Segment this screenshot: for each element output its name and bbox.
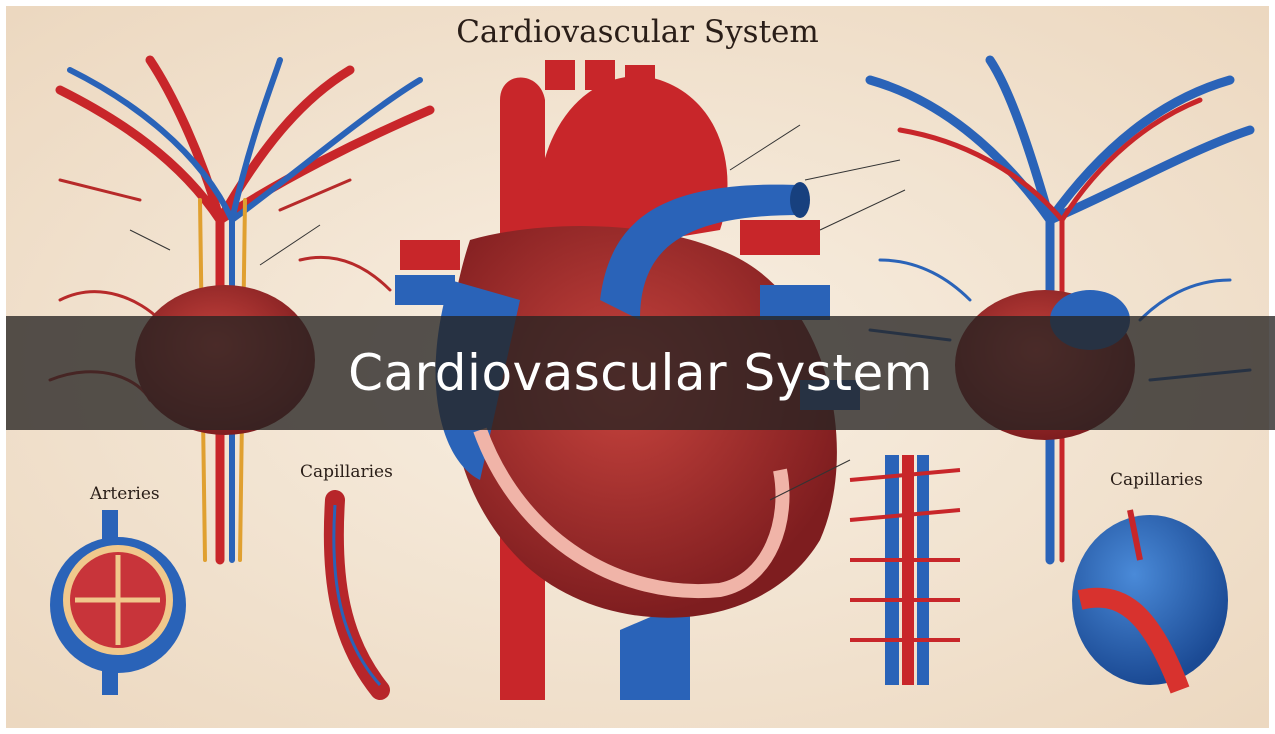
vertical-vessels — [849, 455, 961, 685]
artery-cross-section — [50, 510, 186, 695]
capillaries-label-right: Capillaries — [1110, 470, 1203, 490]
arteries-label: Arteries — [90, 484, 160, 504]
capillary-sphere — [1072, 509, 1228, 694]
caption-text: Cardiovascular System — [348, 344, 933, 402]
caption-banner: Cardiovascular System — [6, 316, 1275, 430]
illustration-title: Cardiovascular System — [456, 14, 819, 50]
capillaries-label-left: Capillaries — [300, 462, 393, 482]
